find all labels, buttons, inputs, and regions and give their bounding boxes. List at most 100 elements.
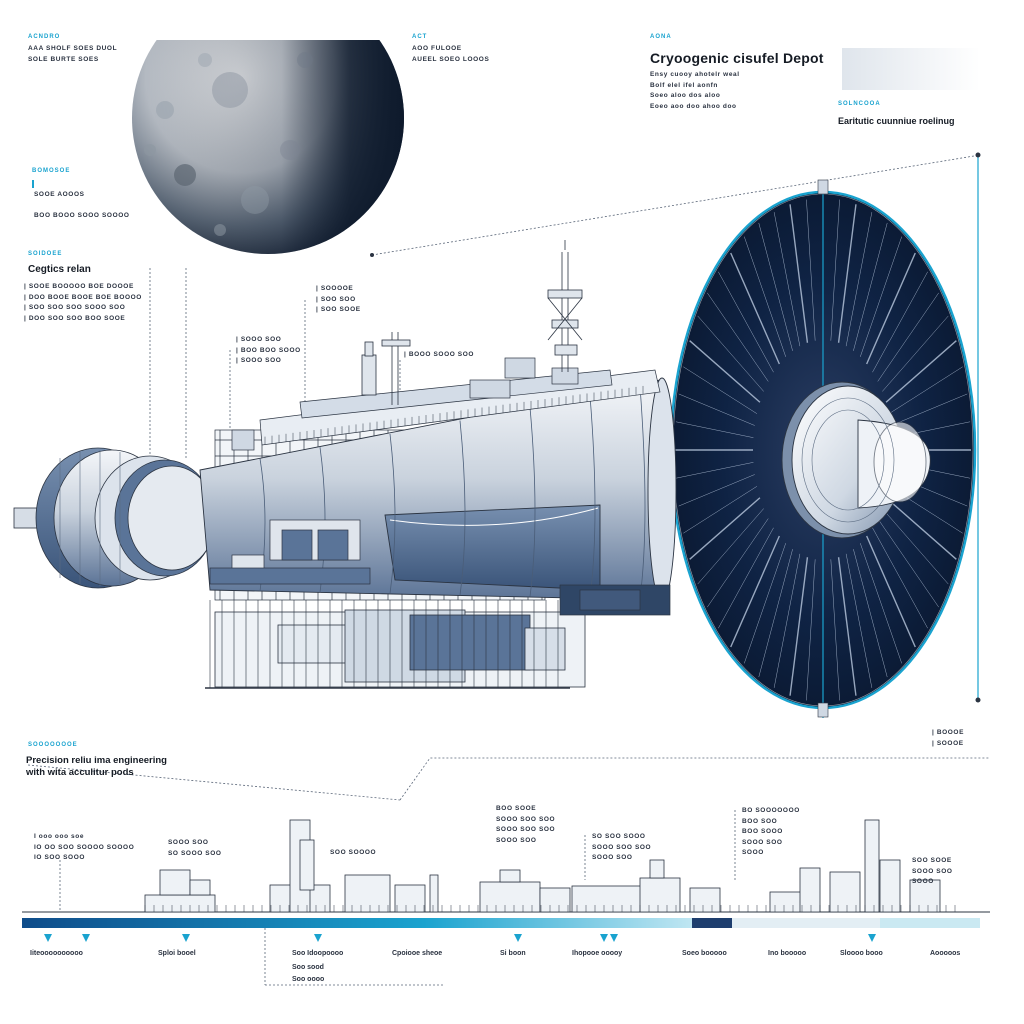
note-line: SOOO SOO SOO xyxy=(496,815,556,823)
precision-line-1: Precision reliu ima engineering xyxy=(26,755,167,766)
note-line: IO OO SOO SOOOO SOOOO xyxy=(34,843,135,851)
timeline-marker xyxy=(610,934,618,942)
note-line: SOOO xyxy=(912,878,934,885)
facility-block xyxy=(879,859,901,913)
facility-block xyxy=(689,887,721,913)
note-line: SOOO SOO xyxy=(912,867,953,875)
note-line: BOO BOOO SOOO SOOOO xyxy=(34,211,130,219)
dish-spoke xyxy=(830,559,840,701)
callout-3: BOOO SOOO SOO xyxy=(404,350,474,361)
dish-spoke xyxy=(806,559,816,701)
dish-spoke xyxy=(837,557,857,696)
callout-1: SOOOOE SOO SOO SOO SOOE xyxy=(316,284,361,316)
hull-ring xyxy=(459,420,466,596)
note-line: BOO BOO SOOO xyxy=(236,346,301,357)
bottom-callout-4: BOO SOOE SOOO SOO SOO SOOO SOO SOO SOOO … xyxy=(496,804,555,846)
note-line: BOO SOOO xyxy=(742,828,783,835)
facility-block xyxy=(189,879,211,896)
dish-spoke xyxy=(678,393,755,426)
timeline-marker xyxy=(82,934,90,942)
facility-block xyxy=(649,859,665,879)
dish-spoke xyxy=(683,366,758,414)
dish-spoke xyxy=(773,212,801,347)
note-line: SOOO SOO SOO xyxy=(592,843,652,851)
hull-ring xyxy=(529,407,536,597)
note-line: SO SOOO SOO xyxy=(168,849,222,857)
facility-block xyxy=(344,874,391,913)
note-line: SOOO SOO xyxy=(236,335,301,346)
dish-spoke xyxy=(877,518,939,608)
aft-drum xyxy=(13,447,217,589)
timeline-label: Soeo booooo xyxy=(682,950,727,957)
dish-spoke xyxy=(773,553,801,688)
precision-line-2: with wita acculitur pods xyxy=(26,767,134,778)
dish-spoke xyxy=(882,315,949,392)
timeline-label: Soo oooo xyxy=(292,976,325,983)
hub-nose xyxy=(781,381,931,539)
note-line: BOOOE xyxy=(932,728,964,739)
facility-block xyxy=(829,871,861,913)
dish-spoke xyxy=(888,366,963,414)
facility-block xyxy=(539,887,571,913)
dish-spoke xyxy=(860,236,902,357)
facility-block xyxy=(799,867,821,913)
note-line: SOOO SOO xyxy=(592,854,633,861)
note-line: SOO SOOE xyxy=(912,857,952,864)
note-line: IO SOO SOOO xyxy=(34,854,86,861)
note-line: SOOO SOO xyxy=(742,838,783,846)
note-line: AOO FULOOE xyxy=(412,45,462,52)
dish-spoke xyxy=(744,236,786,357)
note-line: I ooo ooo soe xyxy=(34,833,85,840)
timeline-label: Si boon xyxy=(500,950,526,957)
dish-spoke xyxy=(707,518,769,608)
note-line: SOOO xyxy=(742,849,764,856)
note-line: BO SOOOOOOO xyxy=(742,807,800,814)
note-line: AAA SHOLF SOES DUOL xyxy=(28,45,118,52)
dish-spoke xyxy=(678,474,755,507)
cegtics-notes: SOOE BOOOOO BOE DOOOE DOO BOOE BOOE BOE … xyxy=(24,282,142,324)
dish-spoke xyxy=(789,557,809,696)
dish-spoke xyxy=(866,252,916,365)
timeline-marker xyxy=(868,934,876,942)
moon-notes: SOOE AOOOS BOO BOOO SOOO SOOOO xyxy=(34,190,130,221)
note-line: Eoeo aoo doo ahoo doo xyxy=(650,102,737,110)
note-line: SO SOO SOOO xyxy=(592,833,646,840)
hull-ring xyxy=(589,395,596,598)
dish-spoke xyxy=(882,508,949,585)
dish-spoke xyxy=(675,421,754,438)
timeline-marker xyxy=(182,934,190,942)
timeline-marker xyxy=(44,934,52,942)
dish-spoke xyxy=(675,462,754,479)
dish-spoke xyxy=(718,527,774,629)
bottom-callout-1: I ooo ooo soe IO OO SOO SOOOO SOOOO IO S… xyxy=(34,832,134,864)
timeline-label: Aooooos xyxy=(930,950,961,957)
note-line: SOOO SOO xyxy=(168,839,209,846)
note-line: SOLE BURTE SOES xyxy=(28,55,99,63)
facility-block xyxy=(394,884,426,913)
note-line: SOO SOO SOO SOOO SOO xyxy=(24,303,142,314)
callout-right: BOOOE SOOOE xyxy=(932,728,964,749)
moon-tag: BOMOSOE xyxy=(32,168,71,174)
timeline-bar xyxy=(22,918,692,928)
upper-deck xyxy=(231,357,661,451)
callout-2: SOOO SOO BOO BOO SOOO SOOO SOO xyxy=(236,335,301,367)
facility-block xyxy=(909,879,941,913)
note-line: BOO SOO xyxy=(742,817,778,825)
lower-scaffold xyxy=(205,600,586,689)
note-line: Bolf elel ifel aonfn xyxy=(650,81,718,89)
dish-spoke xyxy=(872,527,928,629)
dish-spoke xyxy=(806,199,816,341)
top-mid-notes: AOO FULOOE AUEEL SOEO LOOOS xyxy=(412,44,489,65)
facility-skyline xyxy=(144,819,956,913)
dish-spoke xyxy=(758,549,793,678)
timeline-label: Cpoiooe sheoe xyxy=(392,950,443,957)
note-line: Soeo aloo dos aloo xyxy=(650,92,721,99)
dish-spoke xyxy=(697,508,764,585)
cegtics-tag: SOIDOEE xyxy=(28,251,63,257)
page-title: Cryoogenic cisufel Depot xyxy=(650,50,824,66)
title-notes: Ensy cuooy ahotelr weal Bolf elel ifel a… xyxy=(650,70,740,112)
tag-top-left: ACNDRO xyxy=(28,34,61,40)
facility-block xyxy=(429,874,439,913)
tag-top-right: AONA xyxy=(650,34,672,40)
dish-spoke xyxy=(877,292,939,382)
